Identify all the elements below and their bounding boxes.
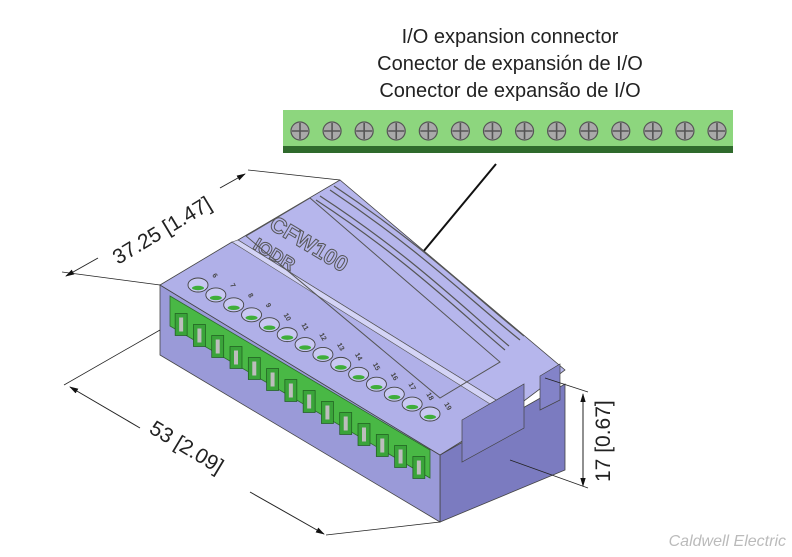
width-dimension-label: 53 [2.09] — [145, 417, 227, 479]
terminal-number-label: 12 — [317, 332, 327, 342]
terminal-number-label: 10 — [282, 312, 292, 322]
terminal-slot — [412, 456, 426, 479]
side-clip-2 — [539, 363, 561, 411]
screw-icon — [322, 121, 342, 141]
caption-english: I/O expansion connector — [401, 26, 619, 48]
terminal-screw-hole — [401, 396, 423, 412]
terminal-number-label: 7 — [228, 282, 236, 289]
screw-icon — [482, 121, 503, 141]
terminal-screw-hole — [276, 327, 298, 343]
terminal-slot — [211, 335, 225, 358]
top-groove-2b — [319, 195, 510, 347]
terminal-slot — [174, 313, 188, 336]
caption-spanish: Conector de expansión de I/O — [377, 53, 643, 75]
terminal-slot — [193, 324, 206, 347]
caption-portuguese: Conector de expansão de I/O — [379, 80, 641, 102]
watermark: Caldwell Electric — [668, 533, 786, 550]
screw-icon — [450, 121, 470, 141]
top-groove-2 — [315, 199, 506, 351]
terminal-numbers: 6 7 8 9 10 11 12 13 14 15 16 17 18 19 — [210, 273, 452, 412]
screw-icon — [354, 121, 374, 141]
expansion-connector-strip — [283, 110, 733, 153]
terminal-screw-hole — [330, 356, 352, 372]
terminal-screw-hole — [205, 287, 227, 303]
screw-icon — [579, 121, 599, 141]
terminal-slot — [302, 390, 316, 413]
strip-body — [283, 110, 733, 146]
terminal-number-label: 11 — [299, 322, 309, 332]
side-clip-1 — [461, 383, 525, 463]
screw-icon — [675, 121, 695, 141]
terminal-screw-hole — [294, 337, 316, 352]
terminal-number-label: 14 — [353, 352, 363, 362]
label-plate — [245, 197, 501, 399]
screw-icon — [611, 121, 631, 141]
terminal-screw-hole — [312, 347, 334, 362]
terminal-screw-hole — [419, 406, 441, 422]
height-dimension-label: 17 [0.67] — [592, 400, 615, 482]
terminal-slot — [229, 346, 243, 369]
terminal-screw-hole — [223, 297, 245, 313]
terminal-screw-hole — [187, 277, 209, 293]
terminal-slots — [174, 313, 426, 479]
terminal-number-label: 13 — [335, 342, 345, 352]
screw-row — [290, 121, 727, 141]
terminal-slot — [247, 357, 261, 380]
screw-icon — [514, 121, 535, 141]
top-groove-1 — [329, 189, 521, 341]
terminal-slot — [284, 379, 298, 402]
terminal-slot — [375, 434, 389, 457]
top-groove-1b — [333, 185, 525, 337]
terminal-screw-hole — [348, 366, 370, 382]
terminal-screw-hole — [258, 317, 280, 333]
terminal-number-label: 15 — [371, 362, 381, 372]
connector-caption: I/O expansion connector Conector de expa… — [330, 24, 690, 105]
strip-base — [283, 146, 733, 153]
terminal-screw-hole — [383, 386, 405, 402]
screw-icon — [290, 121, 310, 141]
screw-icon — [547, 121, 567, 141]
terminal-number-label: 9 — [264, 302, 272, 309]
screw-icon — [643, 121, 663, 141]
dimension-height: 17 [0.67] — [509, 377, 615, 489]
screw-icon — [418, 121, 438, 141]
terminal-slot — [339, 412, 353, 435]
screw-icon — [707, 121, 727, 141]
terminal-number-label: 6 — [210, 273, 218, 280]
screw-holes — [187, 277, 441, 422]
terminal-number-label: 8 — [246, 292, 254, 299]
terminal-number-label: 16 — [389, 372, 399, 382]
screw-icon — [386, 121, 406, 141]
terminal-slot — [357, 423, 371, 446]
terminal-number-label: 19 — [442, 402, 452, 412]
terminal-screw-hole — [366, 376, 387, 392]
terminal-number-label: 17 — [407, 382, 417, 392]
terminal-number-label: 18 — [424, 392, 434, 402]
terminal-slot — [321, 401, 334, 424]
terminal-slot — [266, 368, 279, 391]
terminal-screw-hole — [241, 307, 262, 323]
terminal-slot — [394, 445, 407, 468]
depth-dimension-label: 37.25 [1.47] — [109, 192, 216, 269]
